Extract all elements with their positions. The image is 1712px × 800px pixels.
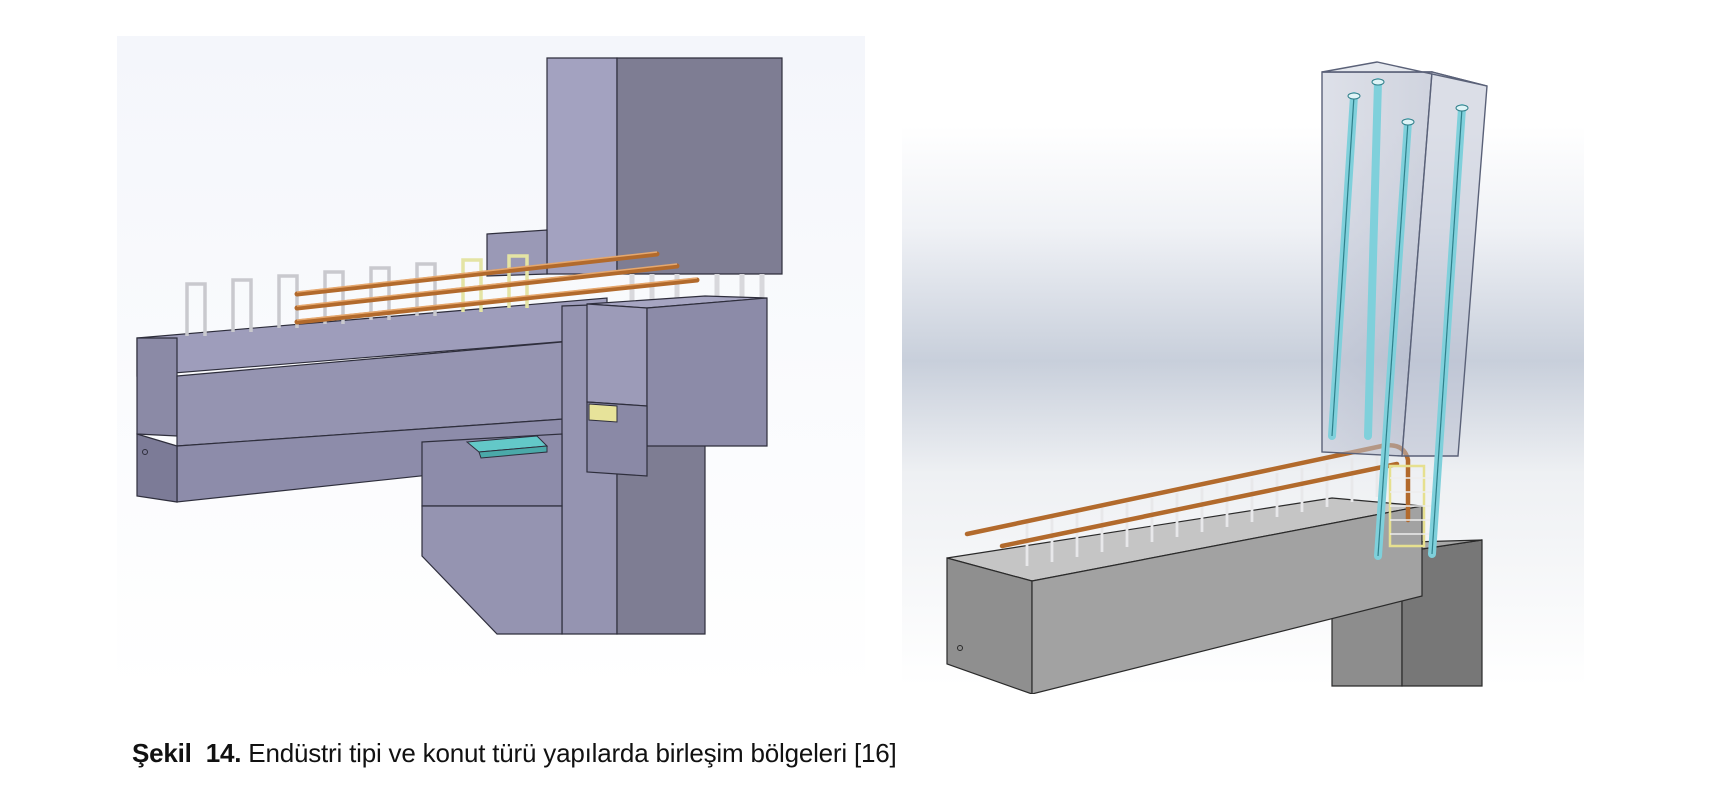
residential-joint-figure [902,36,1584,694]
caption-number: 14. [205,738,242,768]
figure-caption: Şekil 14. Endüstri tipi ve konut türü yap… [132,738,897,769]
caption-text: Endüstri tipi ve konut türü yapılarda bi… [248,738,897,768]
industrial-joint-figure [117,36,865,694]
residential-joint-render [902,61,1584,694]
caption-label: Şekil [132,738,192,768]
industrial-joint-render [117,36,865,694]
